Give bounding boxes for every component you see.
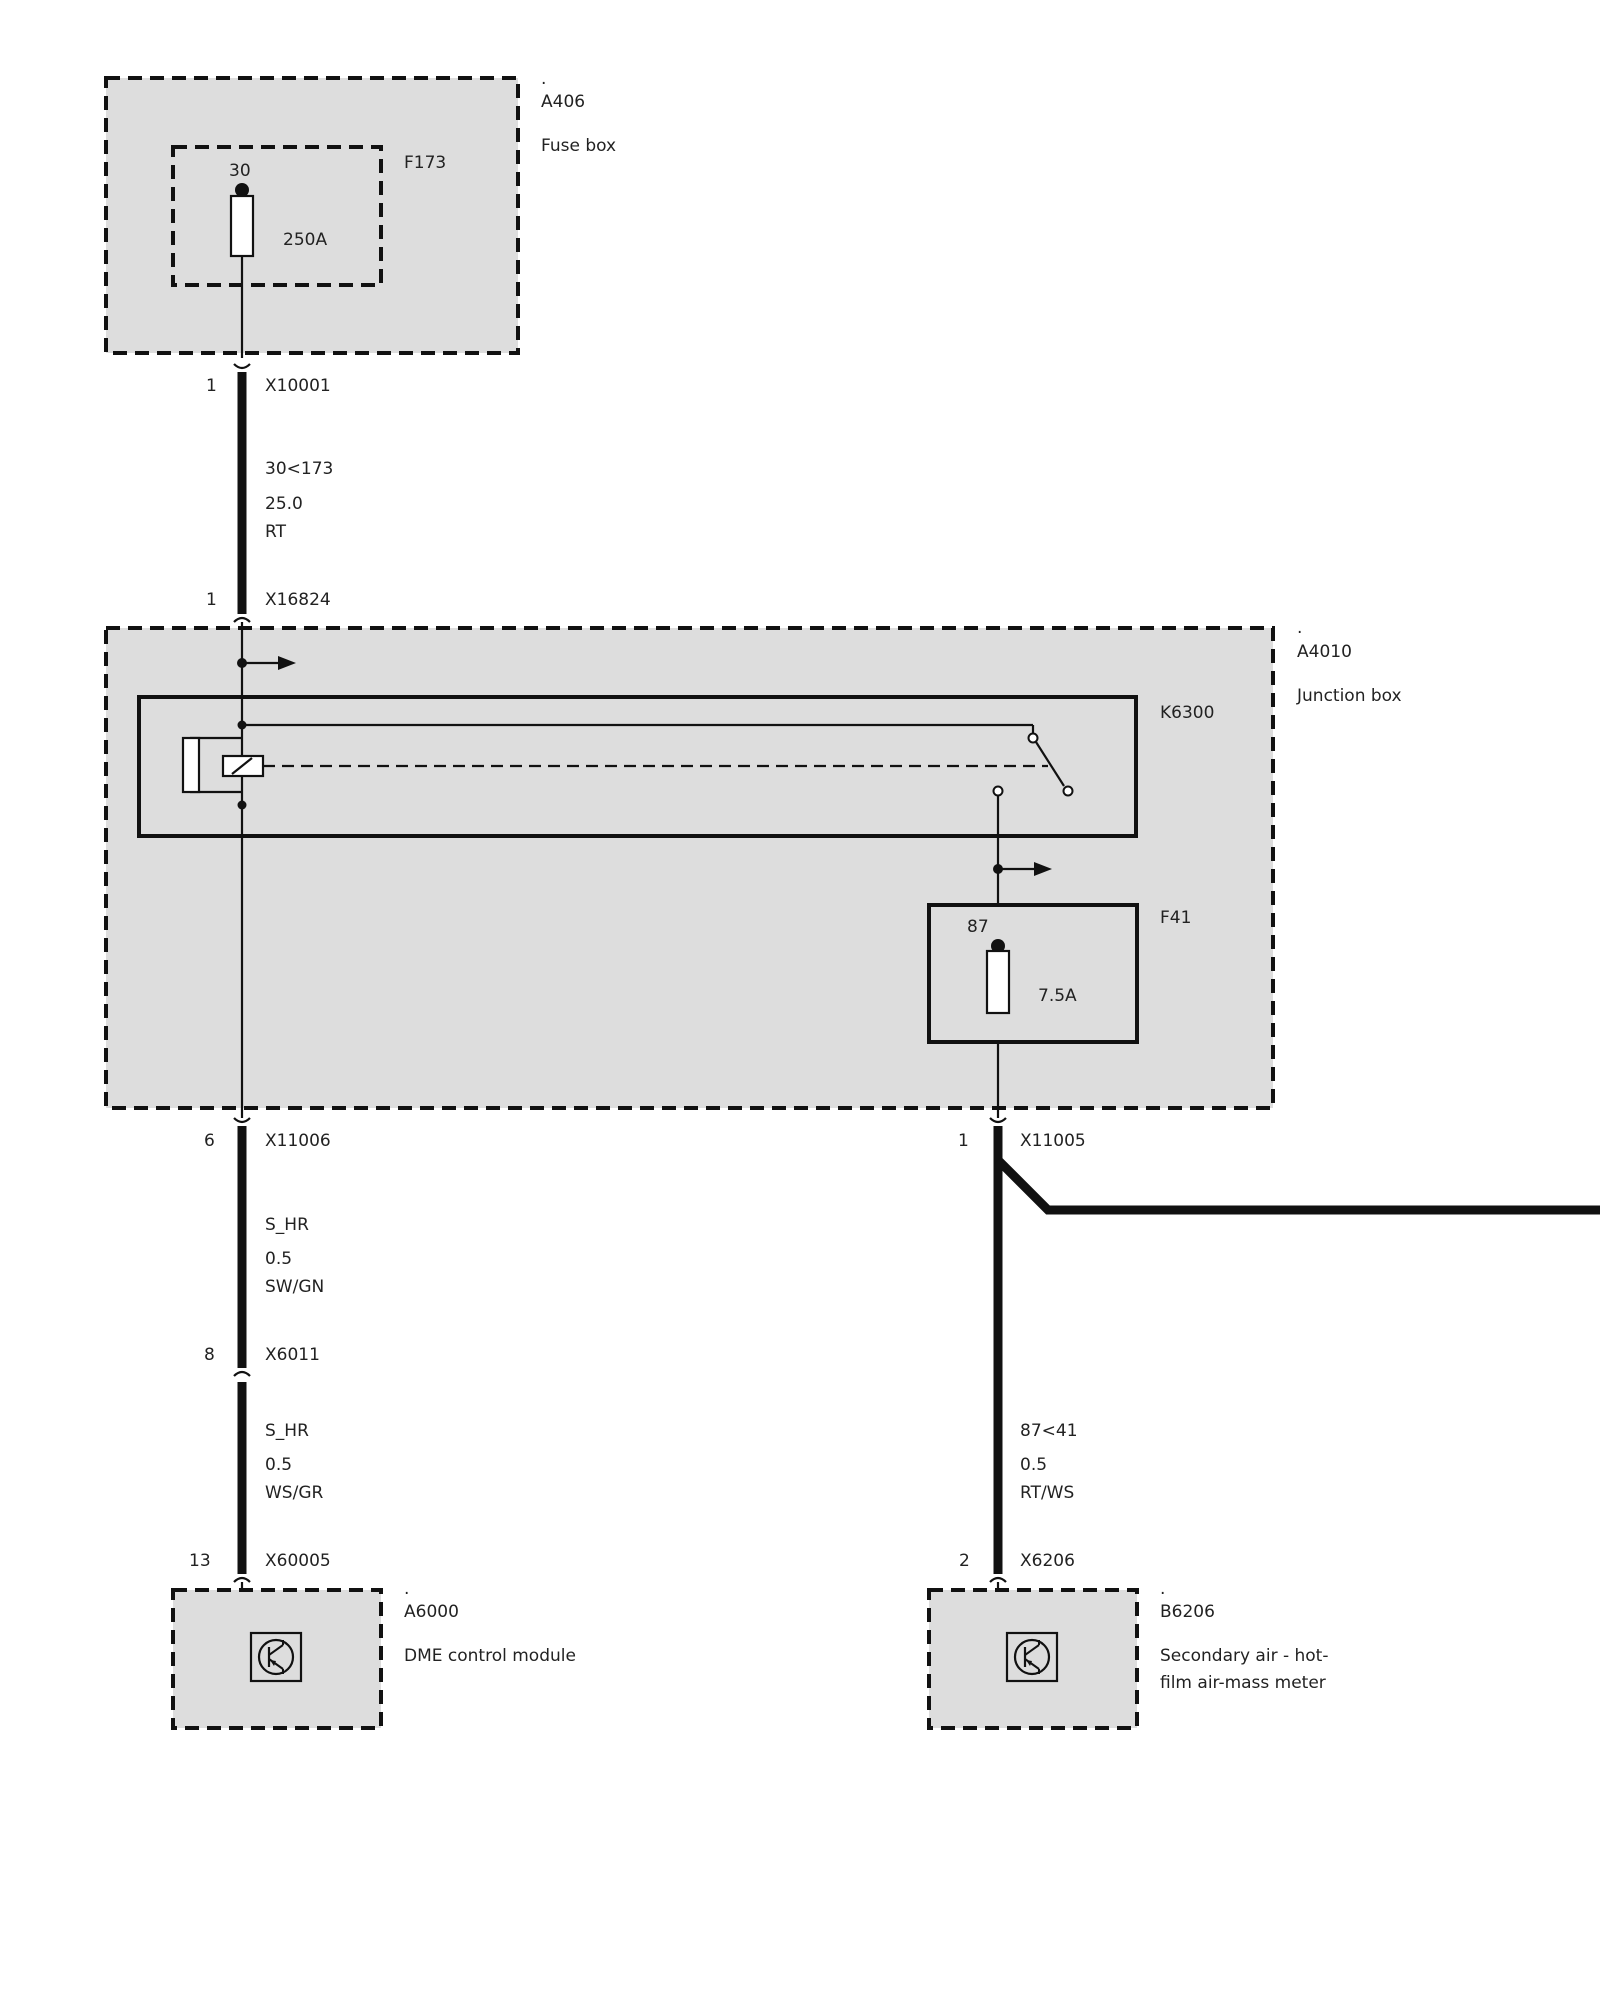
x6206-id: X6206 (1020, 1551, 1075, 1571)
fuse-f173-frame (171, 145, 383, 287)
f173-rating: 250A (283, 230, 327, 250)
w2-signal: S_HR (265, 1215, 309, 1235)
wire-w4 (989, 1117, 1600, 1590)
wire-w1 (233, 363, 251, 623)
junction-box-a4010 (104, 622, 1275, 1118)
wire-w3 (233, 1382, 251, 1590)
a406-id: A406 (541, 92, 585, 112)
w4-size: 0.5 (1020, 1455, 1047, 1475)
f173-pin: 30 (229, 161, 251, 181)
b6206-dot: . (1160, 1579, 1165, 1599)
w4-signal: 87<41 (1020, 1421, 1078, 1441)
fuse-f41-frame (927, 903, 1139, 1044)
b6206-name-line1: Secondary air - hot- (1160, 1646, 1328, 1666)
fuse-box-a406 (104, 76, 520, 358)
x10001-pin: 1 (206, 376, 217, 396)
module-a6000 (171, 1588, 383, 1730)
w3-size: 0.5 (265, 1455, 292, 1475)
x11006-pin: 6 (204, 1131, 215, 1151)
x6011-pin: 8 (204, 1345, 215, 1365)
x11005-pin: 1 (958, 1131, 969, 1151)
w1-color: RT (265, 522, 287, 542)
sensor-b6206 (927, 1588, 1139, 1730)
w2-color: SW/GN (265, 1277, 324, 1297)
w1-size: 25.0 (265, 494, 303, 514)
x60005-pin: 13 (189, 1551, 211, 1571)
b6206-id: B6206 (1160, 1602, 1215, 1622)
f41-rating: 7.5A (1038, 986, 1077, 1006)
k6300-id: K6300 (1160, 703, 1214, 723)
fuse-f41-symbol (985, 949, 1011, 1015)
a6000-name: DME control module (404, 1646, 576, 1666)
w4-color: RT/WS (1020, 1483, 1074, 1503)
b6206-name-line2: film air-mass meter (1160, 1673, 1326, 1693)
a406-dot: . (541, 69, 546, 89)
wire-branch-right (994, 1156, 1600, 1215)
x10001-id: X10001 (265, 376, 331, 396)
w3-color: WS/GR (265, 1483, 324, 1503)
w2-size: 0.5 (265, 1249, 292, 1269)
w1-signal: 30<173 (265, 459, 333, 479)
fuse-f173-symbol (229, 194, 255, 258)
a4010-dot: . (1297, 618, 1302, 638)
x11005-id: X11005 (1020, 1131, 1086, 1151)
wire-w2 (233, 1117, 251, 1377)
f41-id: F41 (1160, 908, 1191, 928)
a406-name: Fuse box (541, 136, 616, 156)
a4010-name: Junction box (1296, 686, 1402, 706)
f41-pin: 87 (967, 917, 989, 937)
x6206-pin: 2 (959, 1551, 970, 1571)
x60005-id: X60005 (265, 1551, 331, 1571)
resistor-symbol (181, 736, 201, 794)
x16824-id: X16824 (265, 590, 331, 610)
a6000-dot: . (404, 1579, 409, 1599)
a6000-id: A6000 (404, 1602, 459, 1622)
x6011-id: X6011 (265, 1345, 320, 1365)
f173-id: F173 (404, 153, 446, 173)
x11006-id: X11006 (265, 1131, 331, 1151)
x16824-pin: 1 (206, 590, 217, 610)
branch-arrow-icon (1034, 862, 1052, 876)
w3-signal: S_HR (265, 1421, 309, 1441)
a4010-id: A4010 (1297, 642, 1352, 662)
branch-arrow-icon (278, 656, 296, 670)
